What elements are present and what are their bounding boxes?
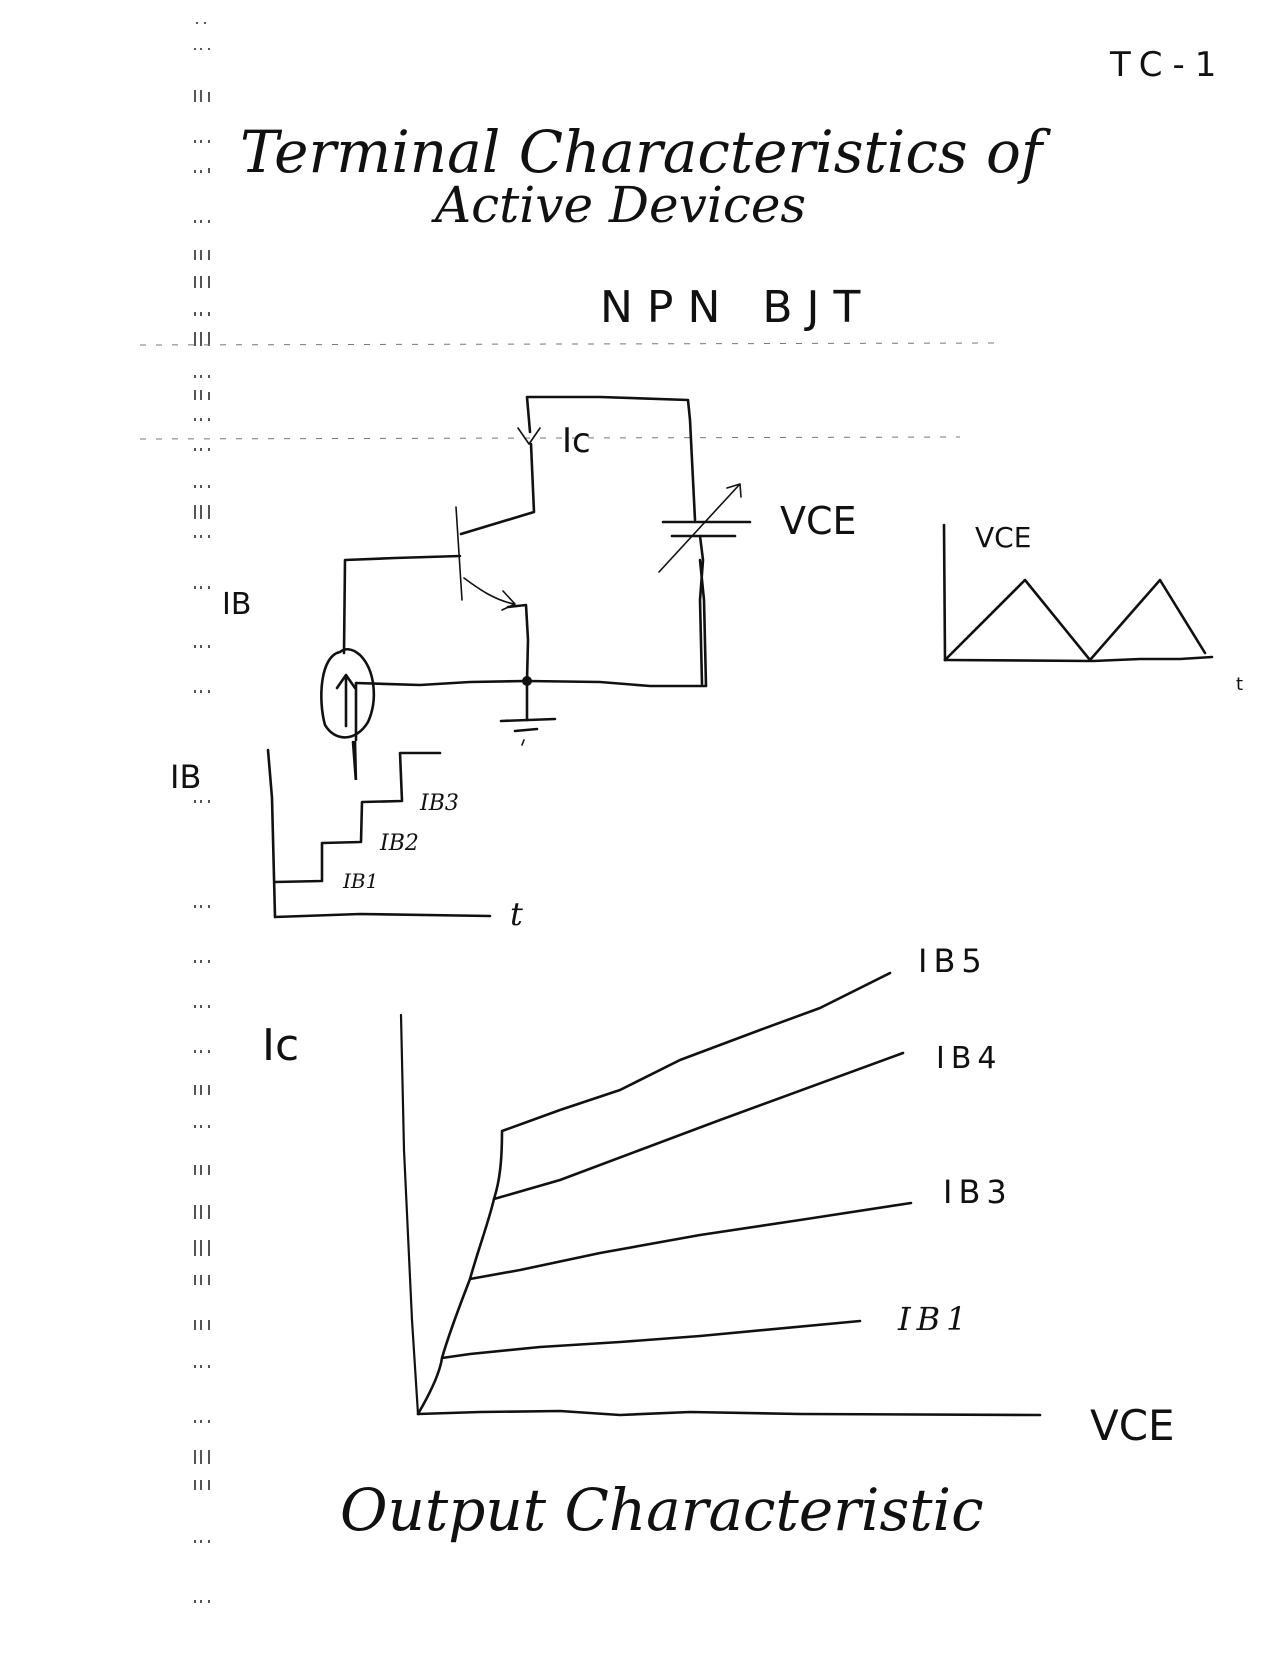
header: TC-1 Terminal Characteristics of Active … (240, 45, 1226, 333)
curve-ib3 (440, 1201, 913, 1360)
ib-y-axis (266, 748, 277, 919)
npn-bjt-test-circuit (320, 395, 697, 739)
vce-triangle-wave (943, 578, 1207, 662)
page-label: TC-1 (1109, 45, 1226, 85)
curve-label-ib1: IB1 (897, 1300, 973, 1338)
emitter-arrow-icon (501, 590, 516, 611)
base-current-label: IB (222, 587, 251, 622)
curve-ib1 (416, 1319, 862, 1416)
ground-icon (499, 717, 557, 723)
emitter-wire (506, 603, 530, 683)
current-source-arrow-icon (335, 673, 357, 728)
supply-voltage-label: VCE (780, 499, 857, 543)
ib-step-label-2: IB2 (379, 831, 419, 856)
schematic-rail (354, 558, 708, 742)
vce-waveform-chart: VCE t (942, 521, 1243, 695)
base-wire (342, 554, 462, 655)
curve-label-ib5: IB5 (918, 942, 988, 980)
ib-staircase-line (273, 751, 442, 884)
collector-current-label: Ic (562, 421, 591, 461)
vce-x-axis (416, 1409, 1042, 1417)
ib-step-label-3: IB3 (419, 791, 459, 816)
page-title-line2: Active Devices (431, 176, 806, 234)
current-source-circle-icon (320, 648, 376, 739)
page-title-line1: Terminal Characteristics of (240, 118, 1052, 186)
vce-time-axis-label: t (1236, 674, 1243, 695)
ib-axis-label: IB (170, 758, 201, 796)
ib-staircase-chart: IB t IB1 IB2 IB3 (170, 748, 523, 933)
variable-arrow-icon (658, 483, 742, 573)
collector-wire (525, 395, 697, 522)
ib-time-axis-label: t (510, 895, 523, 933)
variable-supply (658, 483, 752, 686)
vce-x-axis (943, 655, 1214, 663)
curve-ib4 (468, 1051, 905, 1281)
vce-waveform-label: VCE (975, 521, 1031, 554)
curve-ib5 (492, 971, 892, 1201)
ic-y-axis (399, 1013, 420, 1416)
vce-axis-label: VCE (1090, 1401, 1175, 1450)
circuit-lower (351, 740, 358, 780)
ic-axis-label: Ic (262, 1020, 299, 1071)
transistor-base-bar (455, 506, 463, 601)
vce-y-axis (942, 523, 947, 662)
device-subtitle: NPN BJT (600, 282, 874, 333)
collector-current-arrow-icon (517, 427, 541, 445)
curve-label-ib3: IB3 (943, 1173, 1013, 1211)
curve-label-ib4: IB4 (936, 1041, 1003, 1076)
ib-step-label-1: IB1 (342, 869, 378, 893)
emitter-lead (463, 577, 515, 605)
ib-x-axis (273, 912, 492, 919)
circuit-labels: Ic VCE IB (222, 421, 857, 622)
junction-and-ground (499, 676, 557, 746)
collector-lead (459, 442, 536, 536)
output-characteristic-caption: Output Characteristic (340, 1476, 984, 1544)
